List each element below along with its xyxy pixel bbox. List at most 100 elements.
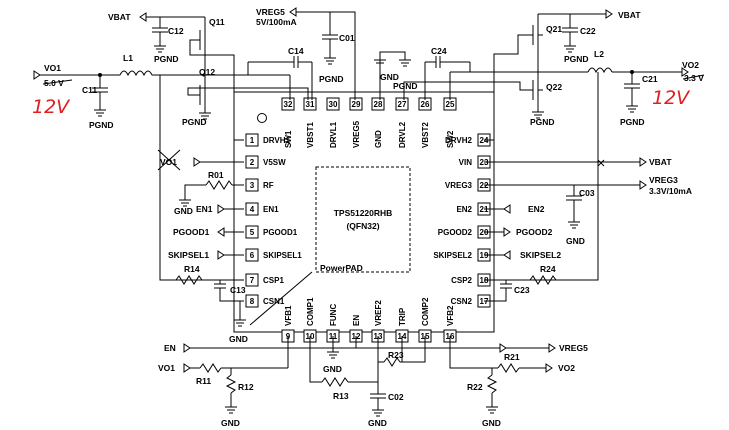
bottom-pin-11-name: FUNC xyxy=(329,304,338,326)
gnd-label-r01: GND xyxy=(174,206,193,216)
bottom-connections: EN VREG5 VO1 R11 R12 GND R13 GND xyxy=(158,336,588,428)
top-pin-32-box xyxy=(281,97,295,111)
top-pin-32-number: 32 xyxy=(284,100,293,109)
l1-coil xyxy=(119,70,153,77)
left-pin-4-box xyxy=(245,202,259,216)
r24-label: R24 xyxy=(540,264,556,274)
pgnd-label-c22: PGND xyxy=(564,54,589,64)
pgood2-net-label: PGOOD2 xyxy=(516,227,553,237)
c01-label: C01 xyxy=(339,33,355,43)
r14-label: R14 xyxy=(184,264,200,274)
en1-net-label: EN1 xyxy=(196,204,213,214)
top-pins: 32SW131VBST130DRVL129VREG528GND27DRVL226… xyxy=(281,97,457,148)
r14-resistor xyxy=(175,275,203,285)
vo2-arrow xyxy=(681,67,689,77)
vreg5-top-spec: 5V/100mA xyxy=(256,17,297,27)
c21-label: C21 xyxy=(642,74,658,84)
r22-label: R22 xyxy=(467,382,483,392)
vreg3-spec: 3.3V/10mA xyxy=(649,186,692,196)
gnd-label-func: GND xyxy=(323,364,342,374)
pgnd-label-q12: PGND xyxy=(182,117,207,127)
pgnd-label-q22: PGND xyxy=(530,117,555,127)
vo1-handwritten-voltage: 12V xyxy=(32,96,71,118)
top-pin-26-number: 26 xyxy=(421,100,430,109)
top-pin-25-name: SW2 xyxy=(446,130,455,148)
left-connections: VO1 R01 GND EN1 PGOOD1 SKIPSEL1 R14 C13 … xyxy=(157,149,313,344)
r01-label: R01 xyxy=(208,170,224,180)
left-pin-5-box xyxy=(245,225,259,239)
vreg5-top-label: VREG5 xyxy=(256,7,285,17)
right-pin-19-name: SKIPSEL2 xyxy=(433,251,472,260)
top-pin-29-number: 29 xyxy=(352,100,361,109)
top-pin-31-number: 31 xyxy=(306,100,315,109)
vo2-handwritten-voltage: 12V xyxy=(652,87,691,109)
left-pin-1-box xyxy=(245,133,259,147)
vreg5-top: VREG5 5V/100mA C01 PGND xyxy=(256,7,356,100)
right-pin-22-name: VREG3 xyxy=(445,181,473,190)
top-pin-31-name: VBST1 xyxy=(306,122,315,148)
bottom-pin-10-name: COMP1 xyxy=(306,297,315,326)
bottom-pin-16-name: VFB2 xyxy=(446,305,455,326)
right-pin-20-name: PGOOD2 xyxy=(438,228,473,237)
r23-label: R23 xyxy=(388,350,404,360)
left-pin-7-name: CSP1 xyxy=(263,276,284,285)
skipsel1-net-label: SKIPSEL1 xyxy=(168,250,209,260)
r21-label: R21 xyxy=(504,352,520,362)
top-pin-29-name: VREG5 xyxy=(352,120,361,148)
r22-resistor xyxy=(486,374,498,394)
left-pin-5-name: PGOOD1 xyxy=(263,228,298,237)
vbat-label-vin: VBAT xyxy=(649,157,672,167)
bottom-pin-15-name: COMP2 xyxy=(421,297,430,326)
gnd-label-top: GND xyxy=(380,72,399,82)
bottom-pin-12-name: EN xyxy=(352,315,361,326)
top-pin-30-name: DRVL1 xyxy=(329,121,338,148)
r13-label: R13 xyxy=(333,391,349,401)
en2-net-label: EN2 xyxy=(528,204,545,214)
ic-body xyxy=(233,91,495,333)
c11-label: C11 xyxy=(82,85,97,95)
vreg5-bottom-label: VREG5 xyxy=(559,343,588,353)
l2-coil xyxy=(587,67,613,74)
pgnd-label-c01: PGND xyxy=(319,74,344,84)
top-right-stage: VBAT C22 PGND Q21 Q22 PGND C24 xyxy=(403,9,704,281)
r01-resistor xyxy=(205,180,233,190)
vo1-old-voltage: 5.0 V xyxy=(44,78,64,88)
left-pin-3-name: RF xyxy=(263,181,274,190)
vo2-bottom-label: VO2 xyxy=(558,363,575,373)
vo1-label: VO1 xyxy=(44,63,61,73)
q12-label: Q12 xyxy=(199,67,215,77)
skipsel2-net-label: SKIPSEL2 xyxy=(520,250,561,260)
q22-label: Q22 xyxy=(546,82,562,92)
r11-resistor xyxy=(199,363,222,373)
c12-label: C12 xyxy=(168,26,184,36)
top-pin-26-name: VBST2 xyxy=(421,122,430,148)
gnd-label-c02: GND xyxy=(368,418,387,428)
l2-label: L2 xyxy=(594,49,604,59)
left-pin-2-name: V5SW xyxy=(263,158,286,167)
c23-label: C23 xyxy=(514,285,530,295)
gnd-label-csn1: GND xyxy=(229,334,248,344)
c14-label: C14 xyxy=(288,46,304,56)
c02-label: C02 xyxy=(388,392,404,402)
q11-label: Q11 xyxy=(209,17,225,27)
bottom-pin-14-name: TRIP xyxy=(398,307,407,326)
right-pin-21-name: EN2 xyxy=(456,205,472,214)
pgood1-net-label: PGOOD1 xyxy=(173,227,210,237)
r13-resistor xyxy=(321,377,349,387)
l1-label: L1 xyxy=(123,53,133,63)
top-pin-25-number: 25 xyxy=(446,100,455,109)
right-pin-24-name: DRVH2 xyxy=(445,136,473,145)
c22-label: C22 xyxy=(580,26,596,36)
left-pin-4-number: 4 xyxy=(250,205,255,214)
r24-resistor xyxy=(529,275,557,285)
pgnd-label-top: PGND xyxy=(393,81,418,91)
top-pin-32-name: SW1 xyxy=(284,130,293,148)
powerpad-outline xyxy=(315,166,411,273)
r21-resistor xyxy=(497,363,520,373)
left-pin-3-box xyxy=(245,178,259,192)
vbat-label-right: VBAT xyxy=(618,10,641,20)
r12-resistor xyxy=(225,374,237,394)
top-pin-30-number: 30 xyxy=(329,100,338,109)
top-pin-28-number: 28 xyxy=(374,100,383,109)
